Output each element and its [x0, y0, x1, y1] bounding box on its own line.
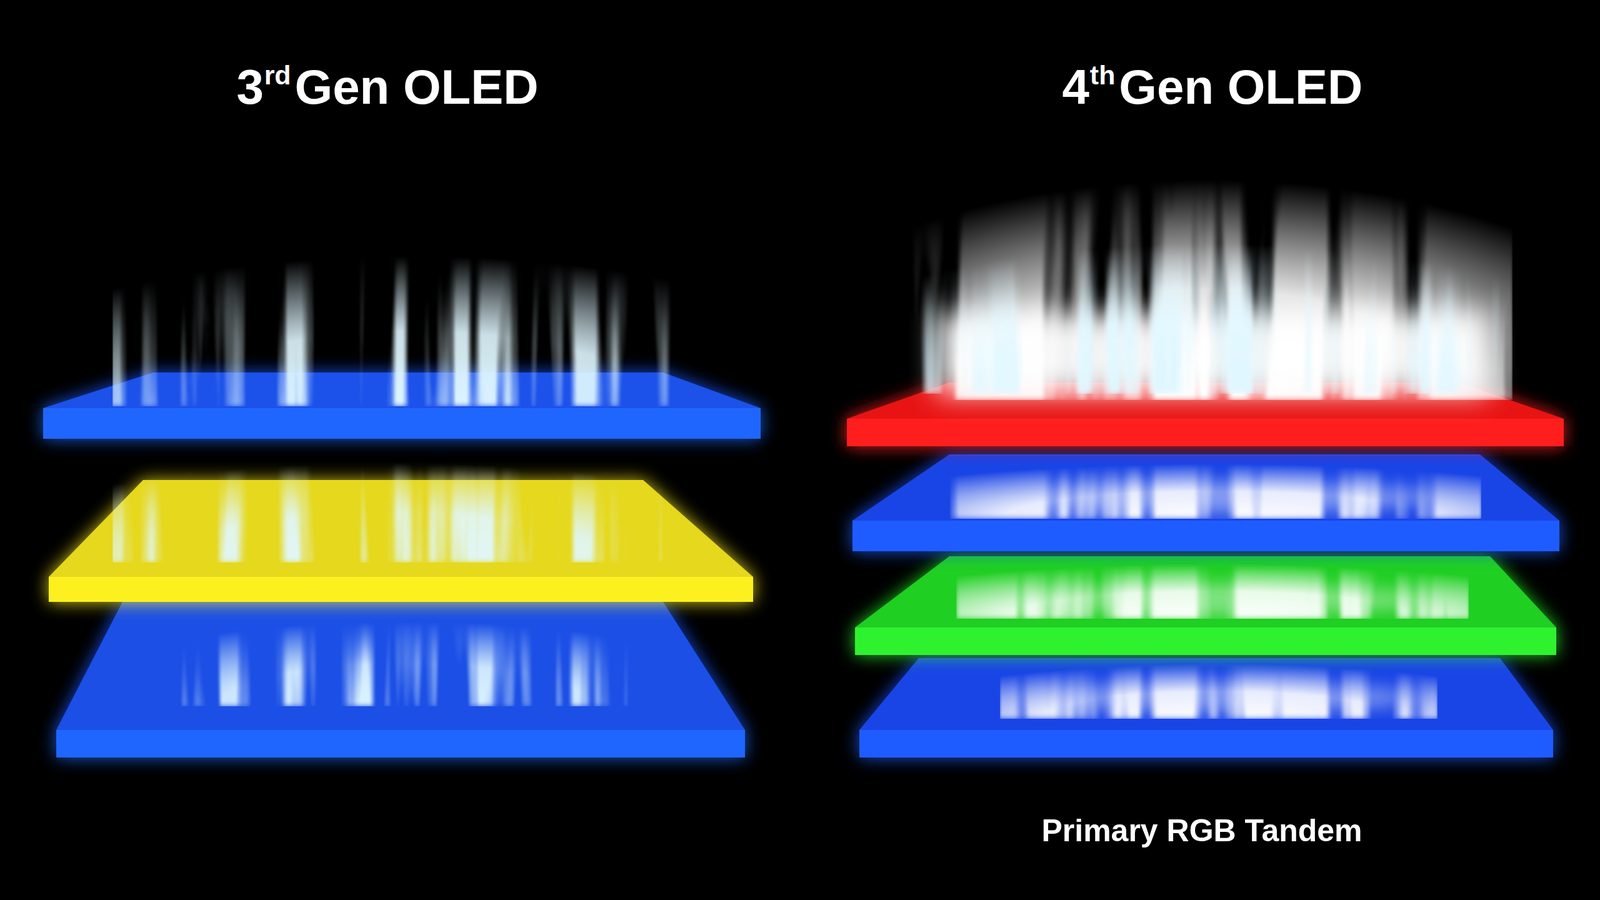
light-rays — [173, 600, 637, 707]
heading-text: Gen OLED — [295, 59, 539, 115]
heading-text: Gen OLED — [1118, 59, 1363, 115]
heading-number: 3 — [236, 59, 264, 115]
ordinal-suffix: rd — [264, 60, 292, 90]
light-rays — [112, 218, 713, 407]
light-rays — [950, 450, 1482, 519]
stack-caption: Primary RGB Tandem — [1041, 813, 1362, 849]
light-rays — [1000, 650, 1438, 719]
light-rays — [112, 437, 663, 563]
light-rays — [906, 125, 1513, 400]
heading: 4thGen OLED — [1062, 62, 1364, 112]
heading: 3rdGen OLED — [236, 62, 539, 112]
ordinal-suffix: th — [1090, 60, 1115, 90]
heading-number: 4 — [1062, 59, 1090, 115]
light-rays — [918, 206, 1500, 394]
light-rays — [956, 550, 1469, 619]
